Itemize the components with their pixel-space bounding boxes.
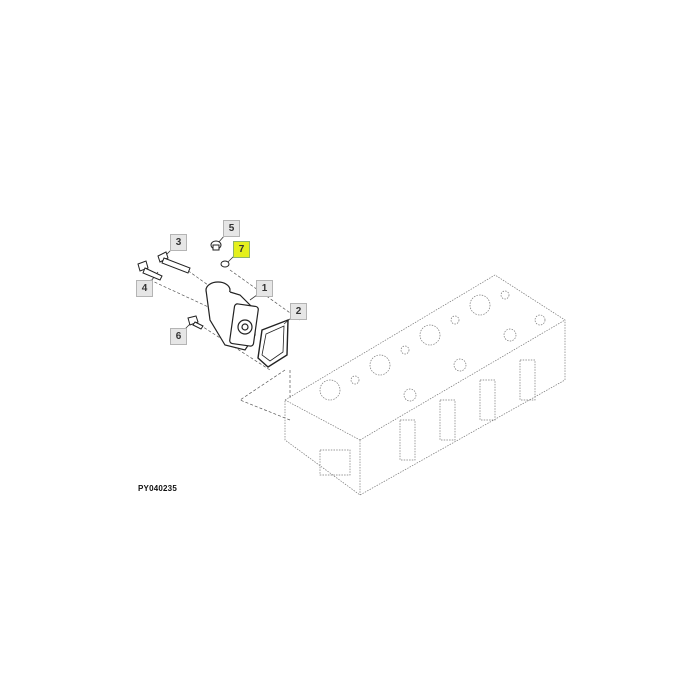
figure-id: PY040235 bbox=[138, 484, 177, 493]
bolt-3-icon bbox=[157, 251, 191, 274]
thermostat-housing-1-icon bbox=[205, 281, 259, 351]
callout-2[interactable]: 2 bbox=[290, 303, 307, 320]
cylinder-head-icon bbox=[284, 274, 566, 496]
callout-3[interactable]: 3 bbox=[170, 234, 187, 251]
plug-5-icon bbox=[210, 240, 222, 251]
callout-1[interactable]: 1 bbox=[256, 280, 273, 297]
callout-4[interactable]: 4 bbox=[136, 280, 153, 297]
callout-5[interactable]: 5 bbox=[223, 220, 240, 237]
gasket-2-icon bbox=[257, 318, 289, 368]
bolt-6-icon bbox=[187, 315, 204, 330]
leader-1 bbox=[249, 294, 258, 301]
callout-6[interactable]: 6 bbox=[170, 328, 187, 345]
callout-7-highlighted[interactable]: 7 bbox=[233, 241, 250, 258]
o-ring-7-icon bbox=[220, 260, 230, 268]
bolt-4-icon bbox=[137, 260, 163, 281]
